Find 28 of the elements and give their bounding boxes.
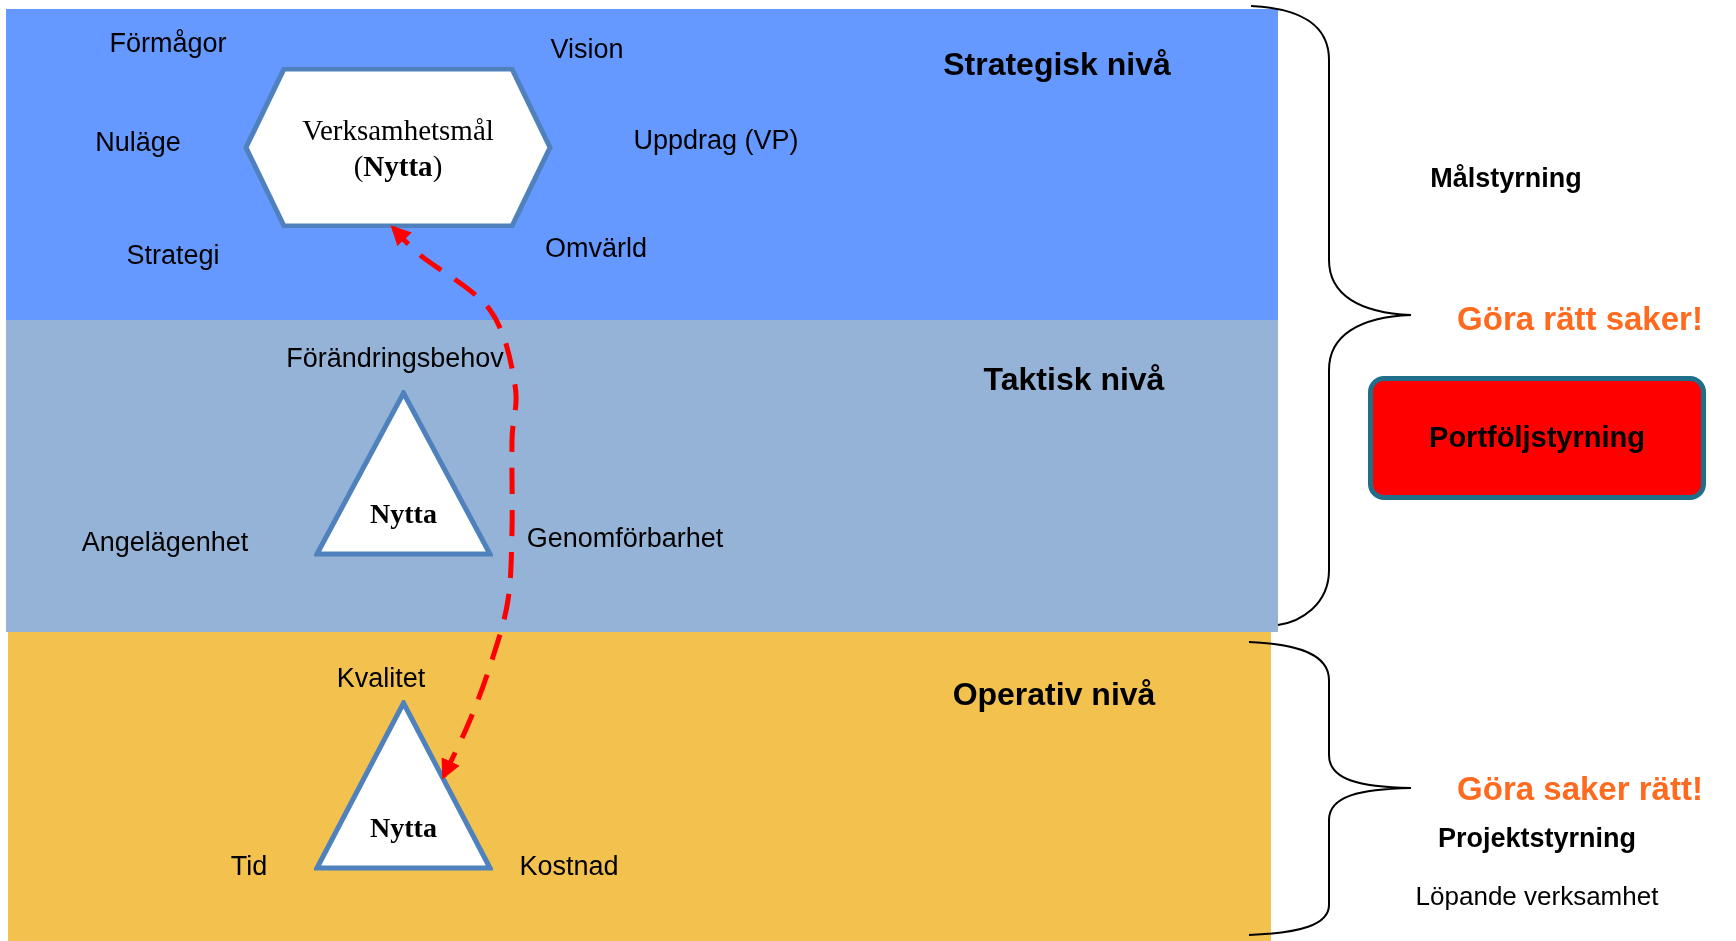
factor-label: Kvalitet [336,661,426,695]
level-band [6,9,1278,320]
factor-label: Omvärld [545,231,647,265]
factor-label: Strategi [126,238,220,272]
factor-label: Uppdrag (VP) [633,123,799,157]
slogan-text: Göra saker rätt! [1457,769,1703,810]
level-band [8,632,1271,941]
factor-label: Kostnad [519,849,619,883]
slogan-text: Göra rätt saker! [1457,299,1703,340]
level-band [6,320,1278,632]
goal-text: Verksamhetsmål (Nytta) [301,112,495,184]
dashed-arrow [390,225,519,780]
factor-label: Förmågor [109,26,227,60]
factor-label: Vision [550,32,624,66]
factor-label: Angelägenhet [81,525,249,559]
factor-label: Genomförbarhet [526,521,724,555]
side-label: Projektstyrning [1438,821,1636,855]
factor-label: Nuläge [95,125,181,159]
factor-label: Förändringsbehov [286,341,504,375]
side-label: Målstyrning [1430,161,1582,195]
factor-label: Tid [230,849,268,883]
band-heading: Taktisk nivå [983,360,1165,399]
band-heading: Strategisk nivå [943,45,1171,84]
triangle-text: Nytta [370,497,437,531]
side-label: Löpande verksamhet [1415,879,1659,913]
portfolio-box: Portföljstyrning [1368,376,1706,500]
band-heading: Operativ nivå [952,675,1156,714]
triangle-text: Nytta [370,811,437,845]
